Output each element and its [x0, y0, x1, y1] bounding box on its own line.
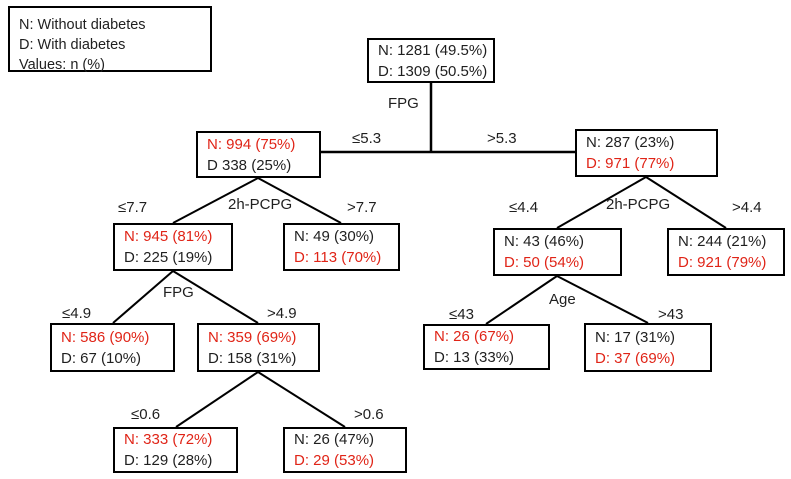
node-stat-line: N: 26 (67%)	[434, 328, 515, 345]
split-age: Age	[549, 291, 576, 308]
branch-gt-0-6: >0.6	[354, 406, 384, 423]
edge-l3b-l4b	[257, 371, 346, 428]
branch-gt-5-3: >5.3	[487, 130, 517, 147]
split-2h-pcpg-right: 2h-PCPG	[606, 196, 671, 213]
edge-r2a-r3b	[556, 275, 649, 324]
node-stat-line: N: 287 (23%)	[586, 134, 675, 151]
node-stat-line: D: 1309 (50.5%)	[378, 62, 488, 80]
branch-le-4-9: ≤4.9	[62, 305, 92, 322]
node-stat-line: D: 225 (19%)	[124, 249, 213, 266]
branch-le-43: ≤43	[449, 306, 474, 323]
edge-r1-r2a	[556, 176, 647, 229]
branch-le-7-7: ≤7.7	[118, 199, 148, 216]
tree-node-fpg-gt-5-3: N: 287 (23%) D: 971 (77%)	[575, 129, 718, 177]
branch-le-0-6: ≤0.6	[131, 406, 161, 423]
tree-node-age-le-43: N: 26 (67%) D: 13 (33%)	[423, 324, 550, 370]
node-stat-line: D 338 (25%)	[207, 156, 292, 174]
tree-node-ratio-gt-0-6: N: 26 (47%) D: 29 (53%)	[283, 427, 407, 473]
tree-node-root: N: 1281 (49.5%) D: 1309 (50.5%)	[367, 38, 495, 83]
tree-node-fpg-le-5-3: N: 994 (75%) D 338 (25%)	[196, 131, 321, 178]
node-stat-line: D: 921 (79%)	[678, 254, 767, 271]
legend-line-values: Values: n (%)	[19, 57, 105, 73]
node-stat-line: N: 945 (81%)	[124, 228, 213, 245]
node-stat-line: D: 29 (53%)	[294, 452, 375, 469]
edge-l1-l2b	[257, 177, 342, 224]
branch-gt-7-7: >7.7	[347, 199, 377, 216]
node-stat-line: N: 359 (69%)	[208, 328, 297, 346]
node-stat-line: N: 994 (75%)	[207, 135, 296, 153]
tree-node-left-pcpg-gt-7-7: N: 49 (30%) D: 113 (70%)	[283, 223, 400, 271]
node-stat-line: D: 113 (70%)	[294, 249, 382, 266]
node-stat-line: D: 13 (33%)	[434, 349, 515, 366]
edge-l2a-l3b	[172, 270, 259, 324]
node-stat-line: D: 67 (10%)	[61, 349, 142, 367]
split-2h-pcpg-left: 2h-PCPG	[228, 196, 293, 213]
legend-line-d: D: With diabetes	[19, 37, 126, 53]
legend-line-n: N: Without diabetes	[19, 17, 146, 33]
split-fpg-left: FPG	[163, 284, 194, 301]
tree-node-ratio-le-0-6: N: 333 (72%) D: 129 (28%)	[113, 427, 238, 473]
node-stat-line: N: 49 (30%)	[294, 228, 375, 245]
edge-r1-r2b	[645, 176, 727, 229]
node-stat-line: N: 1281 (49.5%)	[378, 41, 488, 59]
branch-le-5-3: ≤5.3	[352, 130, 382, 147]
tree-node-left-pcpg-le-7-7: N: 945 (81%) D: 225 (19%)	[113, 223, 233, 271]
branch-gt-4-9: >4.9	[267, 305, 297, 322]
tree-node-fpg-gt-4-9: N: 359 (69%) D: 158 (31%)	[197, 323, 320, 372]
split-fpg-root: FPG	[388, 95, 419, 112]
branch-le-4-4: ≤4.4	[509, 199, 539, 216]
node-stat-line: D: 37 (69%)	[595, 349, 676, 367]
node-stat-line: N: 333 (72%)	[124, 431, 213, 448]
node-stat-line: D: 129 (28%)	[124, 452, 213, 469]
node-stat-line: D: 971 (77%)	[586, 155, 675, 172]
edge-l1-l2a	[172, 177, 259, 224]
branch-gt-4-4: >4.4	[732, 199, 762, 216]
node-stat-line: N: 244 (21%)	[678, 233, 767, 250]
node-stat-line: N: 26 (47%)	[294, 431, 375, 448]
edge-l3b-l4a	[175, 371, 259, 428]
node-stat-line: D: 158 (31%)	[208, 349, 297, 367]
edge-r2a-r3a	[485, 275, 558, 325]
tree-node-right-pcpg-gt-4-4: N: 244 (21%) D: 921 (79%)	[667, 228, 785, 276]
tree-node-fpg-le-4-9: N: 586 (90%) D: 67 (10%)	[50, 323, 175, 372]
edge-l2a-l3a	[112, 270, 174, 324]
node-stat-line: N: 43 (46%)	[504, 233, 585, 250]
node-stat-line: N: 17 (31%)	[595, 328, 676, 346]
tree-node-right-pcpg-le-4-4: N: 43 (46%) D: 50 (54%)	[493, 228, 622, 276]
node-stat-line: D: 50 (54%)	[504, 254, 585, 271]
branch-gt-43: >43	[658, 306, 684, 323]
node-stat-line: N: 586 (90%)	[61, 328, 150, 346]
legend-box: N: Without diabetes D: With diabetes Val…	[8, 6, 212, 73]
tree-node-age-gt-43: N: 17 (31%) D: 37 (69%)	[584, 323, 712, 372]
